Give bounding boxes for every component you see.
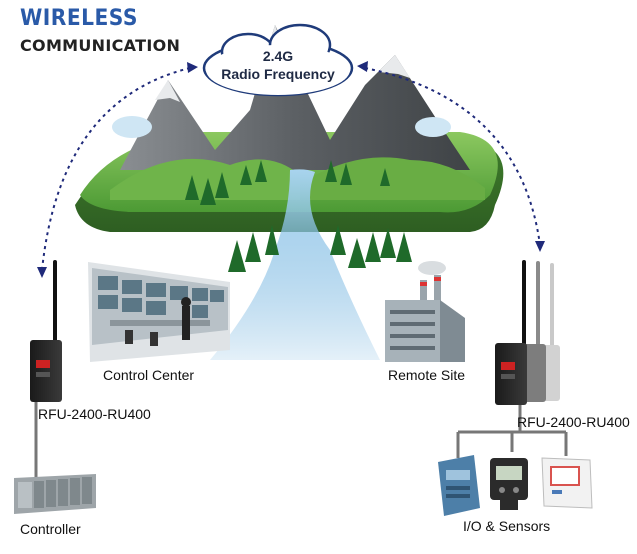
sensor-icon: [541, 457, 593, 509]
radio-left-label: RFU-2400-RU400: [38, 406, 151, 422]
io-cables: [456, 405, 568, 458]
landscape: [75, 25, 504, 360]
control-room-icon: [88, 262, 230, 362]
radio-unit-icon: [30, 260, 62, 402]
cloud-label: 2.4G Radio Frequency: [205, 47, 351, 83]
remote-site-label: Remote Site: [388, 367, 466, 383]
control-center-label: Control Center: [103, 367, 195, 383]
controller-plc-icon: [14, 474, 96, 514]
wireless-links: [41, 67, 541, 271]
io-module-icon: [438, 455, 480, 516]
io-sensors-label: I/O & Sensors: [463, 518, 551, 534]
controller-label: Controller: [20, 521, 81, 537]
sensor-icon: [490, 458, 528, 510]
cloud-description: Radio Frequency: [221, 66, 335, 82]
cloud-frequency: 2.4G: [262, 48, 294, 64]
factory-icon: [385, 261, 465, 362]
radio-right-label: RFU-2400-RU400: [517, 414, 630, 430]
radio-frequency-cloud: [202, 23, 354, 97]
link-arrowheads: [37, 61, 545, 278]
radio-unit-icon: [495, 260, 560, 405]
title-wireless: WIRELESS: [20, 6, 138, 31]
title-communication: COMMUNICATION: [20, 36, 181, 55]
